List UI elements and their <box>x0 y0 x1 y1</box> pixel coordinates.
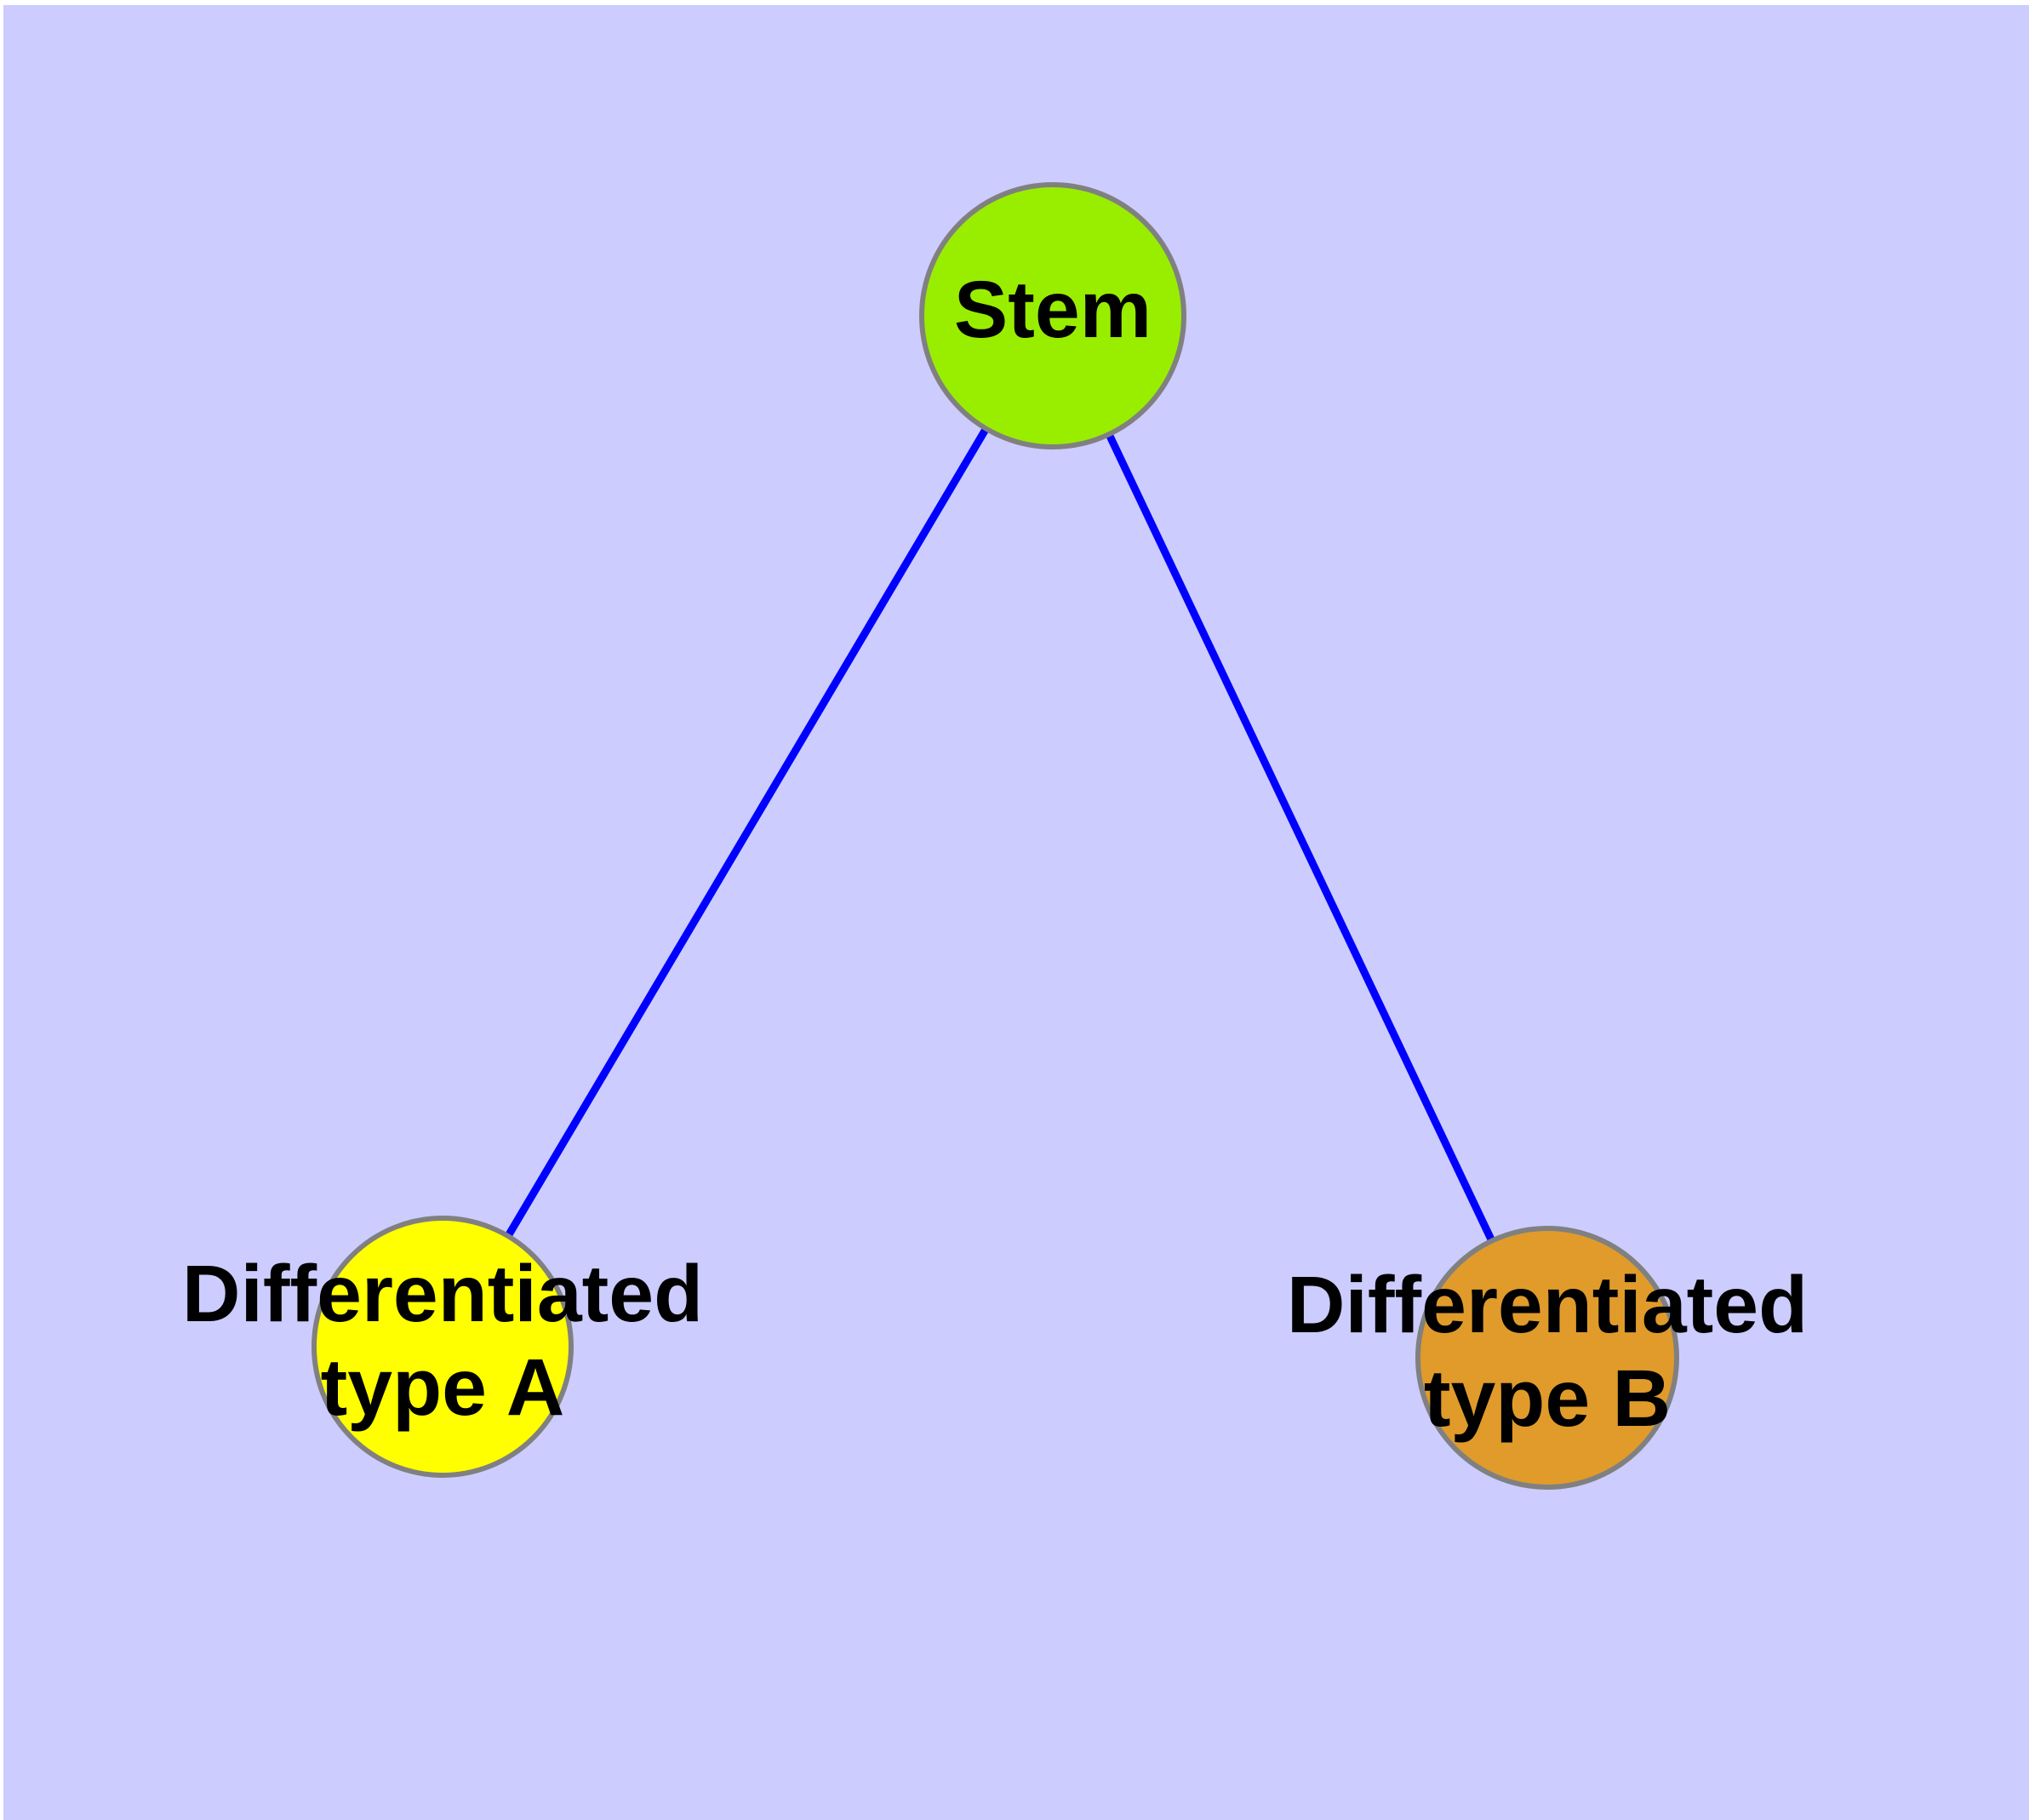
nodes-layer <box>311 182 1679 1490</box>
node-stem[interactable] <box>919 182 1186 449</box>
node-label-line: type A <box>321 1342 565 1433</box>
node-label-line: Differentiated <box>182 1249 703 1339</box>
node-label-line: Stem <box>954 265 1152 355</box>
node-label-stem: Stem <box>954 265 1152 355</box>
node-label-line: type B <box>1424 1354 1671 1444</box>
node-diff_b[interactable] <box>1415 1226 1679 1490</box>
edges-layer <box>504 425 1496 1245</box>
edge-stem-diff-a <box>504 425 991 1240</box>
node-diff_a[interactable] <box>311 1216 574 1478</box>
edge-stem-diff-b <box>1105 431 1496 1245</box>
node-label-line: Differentiated <box>1287 1260 1808 1350</box>
